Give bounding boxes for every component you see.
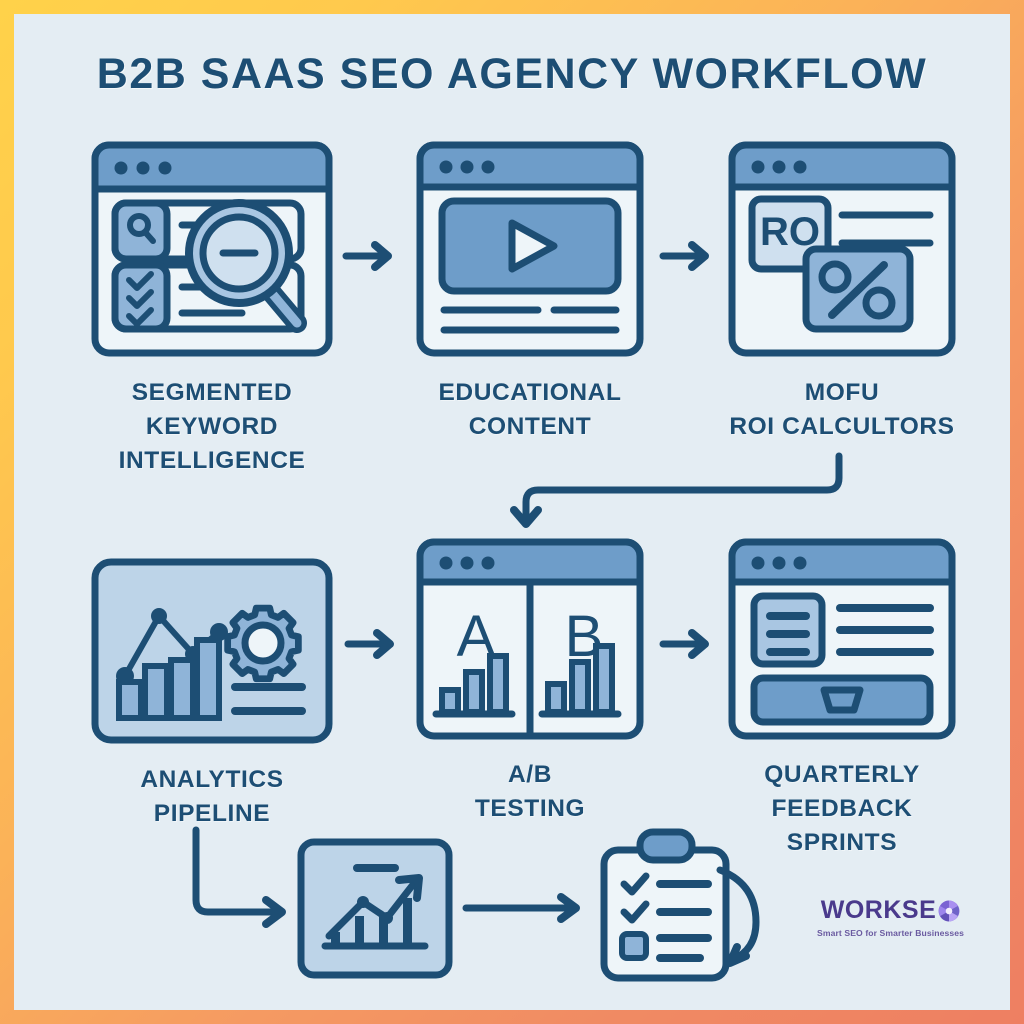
arrow-1-to-2 [342, 236, 402, 281]
growth-arrow-chart-icon [295, 836, 455, 981]
node-mofu-roi-calcultors[interactable]: RO MOFU ROI CALCULTORS [708, 137, 976, 444]
infographic-canvas: B2B SAAS SEO AGENCY WORKFLOW [14, 14, 1010, 1010]
browser-form-submit-icon [708, 534, 976, 744]
pinwheel-circle-icon [938, 900, 960, 922]
browser-roi-percent-icon: RO [708, 137, 976, 362]
node-quarterly-feedback-sprints[interactable]: QUARTERLY FEEDBACK SPRINTS [708, 534, 976, 859]
node-ab-testing[interactable]: A B A/B TESTING [396, 534, 664, 826]
node-caption: QUARTERLY FEEDBACK SPRINTS [764, 761, 920, 856]
node-checklist-review[interactable] [592, 826, 742, 986]
node-caption: SEGMENTED KEYWORD INTELLIGENCE [118, 379, 306, 474]
roi-box-label: RO [760, 210, 820, 254]
arrow-7-to-8 [462, 888, 592, 933]
node-analytics-pipeline[interactable]: ANALYTICS PIPELINE [78, 554, 346, 831]
logo-tagline: Smart SEO for Smarter Businesses [817, 928, 964, 938]
logo-wordmark-row: WORKSE [817, 896, 964, 925]
arrow-4-to-5 [344, 624, 404, 669]
brand-logo[interactable]: WORKSE Smart SEO for Smarter Businesses [817, 896, 964, 938]
page-title: B2B SAAS SEO AGENCY WORKFLOW [96, 50, 928, 98]
node-caption: EDUCATIONAL CONTENT [438, 379, 622, 440]
clipboard-checklist-icon [592, 826, 742, 986]
node-growth-report[interactable] [295, 836, 455, 981]
node-caption: A/B TESTING [474, 761, 586, 822]
chart-gear-dashboard-icon [78, 554, 346, 749]
node-educational-content[interactable]: EDUCATIONAL CONTENT [396, 137, 664, 444]
node-segmented-keyword-intelligence[interactable]: SEGMENTED KEYWORD INTELLIGENCE [78, 137, 346, 477]
node-caption: ANALYTICS PIPELINE [140, 766, 284, 827]
browser-video-player-icon [396, 137, 664, 362]
browser-keyword-search-icon [78, 137, 346, 362]
logo-wordmark-text: WORKSE [820, 896, 937, 924]
node-caption: MOFU ROI CALCULTORS [729, 379, 955, 440]
browser-split-ab-bars-icon: A B [396, 534, 664, 744]
